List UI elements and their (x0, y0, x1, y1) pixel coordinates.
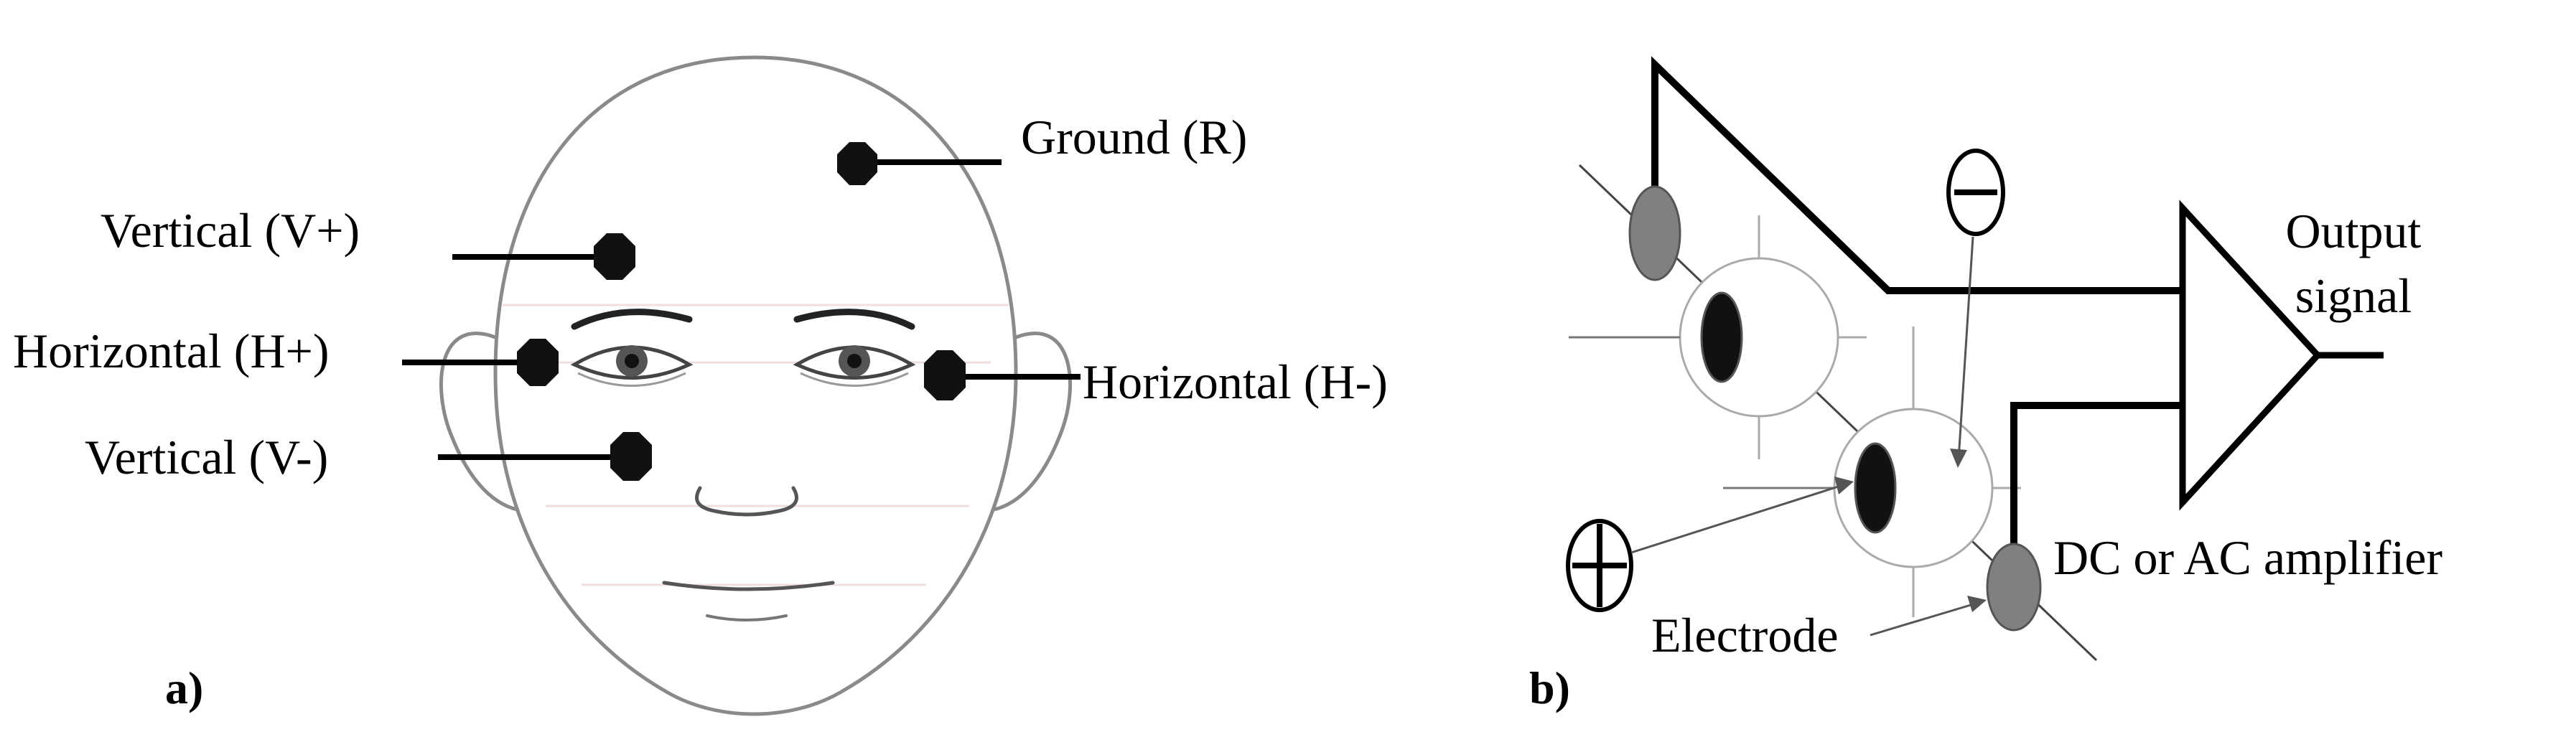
ground-label: Ground (R) (1021, 110, 1247, 164)
ground-electrode-icon (837, 142, 877, 185)
plus-pole-arrowhead-icon (1834, 477, 1854, 494)
horizontal-plus-label: Horizontal (H+) (13, 324, 330, 378)
panel-b-tag: b) (1529, 662, 1570, 713)
panel-a: Ground (R) Vertical (V+) Horizontal (H+)… (13, 55, 1388, 716)
lower-grey-electrode-icon (1986, 543, 2042, 632)
upper-signal-wire (1651, 56, 2183, 294)
amplifier-icon (2179, 200, 2323, 511)
horizontal-minus-electrode-icon (924, 350, 966, 400)
left-eye-icon (570, 345, 694, 387)
minus-pole-arrowhead-icon (1950, 449, 1967, 468)
plus-pole-icon (1566, 519, 1633, 612)
lower-lip-icon (706, 614, 788, 621)
horizontal-minus-label: Horizontal (H-) (1083, 355, 1388, 409)
vertical-minus-label: Vertical (V-) (85, 430, 328, 484)
electrode-arrowhead-icon (1967, 596, 1987, 612)
mouth-icon (662, 581, 835, 591)
right-eye-icon (793, 345, 916, 387)
horizontal-plus-electrode-icon (517, 339, 559, 386)
vertical-plus-label: Vertical (V+) (101, 203, 360, 258)
electrode-label: Electrode (1651, 608, 1839, 662)
output-label-line1: Output (2286, 204, 2422, 258)
amplifier-label: DC or AC amplifier (2053, 530, 2442, 585)
left-eyebrow-icon (571, 309, 693, 330)
upper-eyeball-icon (1569, 215, 1867, 459)
head-outline (493, 55, 1018, 716)
left-ear (439, 332, 518, 512)
vertical-plus-electrode-icon (594, 233, 635, 280)
lower-signal-wire (2010, 402, 2183, 560)
upper-grey-electrode-icon (1628, 185, 1681, 281)
panel-b: Output signal DC or AC amplifier Electro… (1529, 56, 2442, 713)
electrode-arrow (1870, 601, 1979, 637)
minus-pole-arrow (1957, 236, 1974, 460)
vertical-minus-electrode-icon (610, 432, 652, 481)
nose-icon (695, 486, 798, 517)
lower-eyeball-icon (1723, 327, 2021, 617)
output-label-line2: signal (2295, 268, 2412, 323)
right-ear (994, 332, 1072, 512)
panel-a-tag: a) (165, 662, 203, 713)
right-eyebrow-icon (793, 309, 915, 330)
minus-pole-icon (1946, 149, 2005, 236)
plus-pole-arrow (1630, 483, 1846, 554)
